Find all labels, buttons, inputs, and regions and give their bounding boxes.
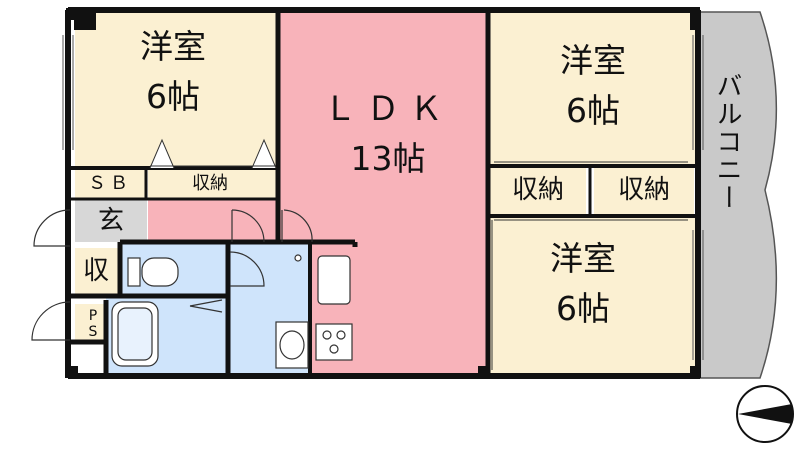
washbasin: [275, 254, 309, 369]
ldk-size: 13帖: [350, 139, 426, 178]
door-swings: [31, 209, 313, 341]
windows: [62, 35, 704, 360]
balcony-label: バルコニー: [712, 72, 742, 212]
ps-label: PS: [85, 308, 101, 340]
sb-fill: [75, 170, 145, 198]
western-room-top-right-size: 6帖: [566, 91, 620, 130]
storage-right-fill: [594, 168, 694, 214]
western-room-top-right-fill: [490, 12, 698, 164]
western-room-top-right-label: 洋室: [560, 41, 626, 80]
ps-fill: [75, 304, 105, 340]
pillars: [66, 8, 700, 378]
storage-right-label: 収納: [617, 175, 670, 205]
storage-left-fill: [148, 170, 277, 198]
western-room-top-left-size: 6帖: [146, 77, 200, 116]
corridor-fill: [148, 200, 280, 242]
western-room-bottom-right-size: 6帖: [556, 289, 610, 328]
kitchen: [315, 255, 353, 361]
western-room-top-left-fill: [75, 12, 277, 168]
ldk-label: ＬＤＫ: [323, 89, 453, 128]
entrance-fill: [75, 200, 147, 242]
shu-label: 収: [82, 256, 109, 286]
toilet: [127, 257, 179, 287]
western-room-top-left-label: 洋室: [140, 27, 206, 66]
bathtub: [111, 299, 223, 367]
sb-label: ＳＢ: [88, 173, 132, 194]
western-room-bottom-right-fill: [490, 218, 698, 376]
storage-mid-fill: [490, 168, 586, 214]
shu-fill: [75, 248, 119, 294]
storage-mid-label: 収納: [511, 175, 564, 205]
compass: [736, 385, 794, 443]
storage-left-label: 収納: [192, 173, 228, 194]
walls: [65, 7, 701, 379]
entrance-label: 玄: [97, 206, 124, 236]
closet-doors: [149, 138, 688, 370]
western-room-bottom-right-label: 洋室: [550, 239, 616, 278]
balcony-area: [699, 11, 778, 379]
